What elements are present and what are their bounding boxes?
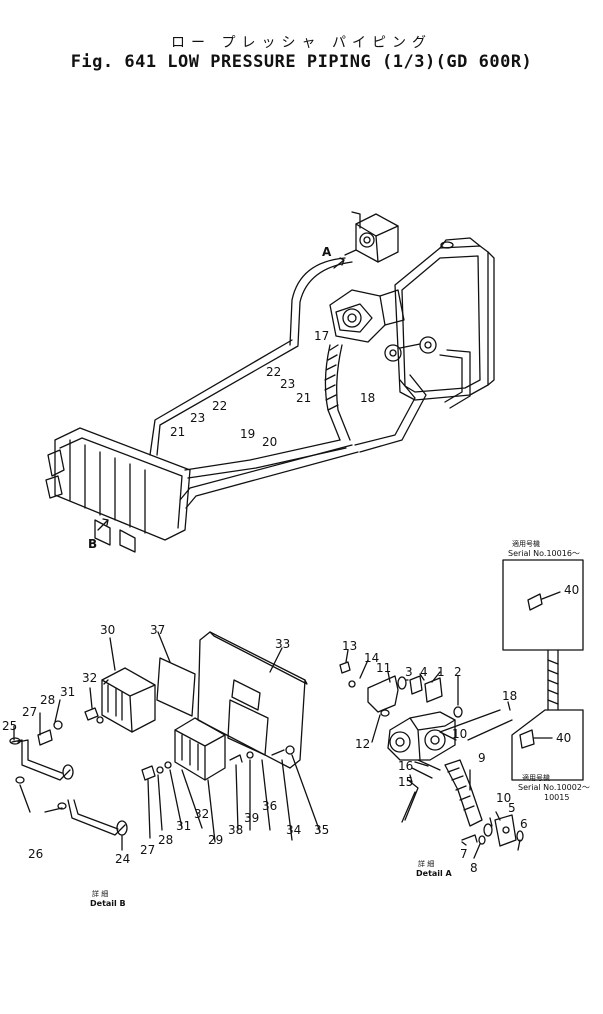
callout-9: 9 (478, 751, 486, 765)
callout-17: 17 (314, 329, 330, 343)
callout-21b: 21 (296, 391, 312, 405)
callout-7: 7 (460, 847, 468, 861)
serial-lower-part: 40 (556, 731, 572, 745)
figure-title: Fig. 641 LOW PRESSURE PIPING (1/3)(GD 60… (70, 52, 533, 72)
view-b-label: B (88, 537, 98, 551)
main-pump (329, 289, 437, 362)
serial-box-upper-drawing (502, 559, 584, 651)
callout-23b: 23 (280, 377, 296, 391)
detail-a-label: Detail A (416, 869, 452, 878)
callout-22a: 22 (212, 399, 228, 413)
callout-4: 4 (420, 665, 428, 679)
callout-25: 25 (2, 719, 18, 733)
callout-10a: 10 (452, 727, 468, 741)
callout-1: 1 (437, 665, 445, 679)
upper-pump (344, 211, 399, 263)
detail-a-jp: 詳 細 (418, 860, 435, 868)
callout-3: 3 (405, 665, 413, 679)
main-piping (149, 257, 471, 509)
callout-31b: 31 (176, 819, 192, 833)
callout-18-detail: 18 (502, 689, 518, 703)
callout-13: 13 (342, 639, 358, 653)
serial-upper-part: 40 (564, 583, 580, 597)
callout-22b: 22 (266, 365, 282, 379)
detail-b-jp: 詳 細 (92, 890, 109, 898)
callout-5: 5 (508, 801, 516, 815)
callout-8: 8 (470, 861, 478, 875)
serial-box-lower-drawing (467, 649, 584, 781)
callout-20: 20 (262, 435, 278, 449)
callout-15: 15 (398, 775, 414, 789)
callout-30: 30 (100, 623, 116, 637)
callout-21a: 21 (170, 425, 186, 439)
callout-19: 19 (240, 427, 256, 441)
view-a-arrow (333, 257, 345, 269)
callout-39: 39 (244, 811, 260, 825)
callout-18: 18 (360, 391, 376, 405)
japanese-title: ロー プレッシャ パイピング (171, 35, 432, 51)
serial-lower-end: 10015 (544, 793, 570, 802)
callout-32a: 32 (82, 671, 98, 685)
callout-35: 35 (314, 823, 330, 837)
callout-28a: 28 (40, 693, 56, 707)
callout-16: 16 (398, 759, 414, 773)
callout-26: 26 (28, 847, 44, 861)
callout-24: 24 (115, 852, 131, 866)
callout-2: 2 (454, 665, 462, 679)
callout-27b: 27 (140, 843, 156, 857)
callout-36: 36 (262, 799, 278, 813)
serial-lower-number: Serial No.10002～ (518, 783, 590, 792)
view-a-label: A (322, 245, 332, 259)
view-b-arrow (97, 518, 109, 531)
callout-11: 11 (376, 661, 392, 675)
control-valve-bank (45, 427, 191, 553)
callout-31a: 31 (60, 685, 76, 699)
detail-a-drawing (339, 649, 524, 859)
callout-14: 14 (364, 651, 380, 665)
detail-b-label: Detail B (90, 899, 126, 908)
callout-12: 12 (355, 737, 371, 751)
callout-6: 6 (520, 817, 528, 831)
serial-lower-jp: 適用号機 (522, 774, 550, 782)
serial-upper-number: Serial No.10016～ (508, 549, 580, 558)
callout-29: 29 (208, 833, 224, 847)
callout-28b: 28 (158, 833, 174, 847)
callout-23a: 23 (190, 411, 206, 425)
callout-10b: 10 (496, 791, 512, 805)
callout-38: 38 (228, 823, 244, 837)
serial-upper-jp: 適用号機 (512, 540, 540, 548)
callout-27a: 27 (22, 705, 38, 719)
detail-b-drawing (9, 631, 321, 851)
callout-32b: 32 (194, 807, 210, 821)
callout-33: 33 (275, 637, 291, 651)
callout-34: 34 (286, 823, 302, 837)
callout-37: 37 (150, 623, 166, 637)
